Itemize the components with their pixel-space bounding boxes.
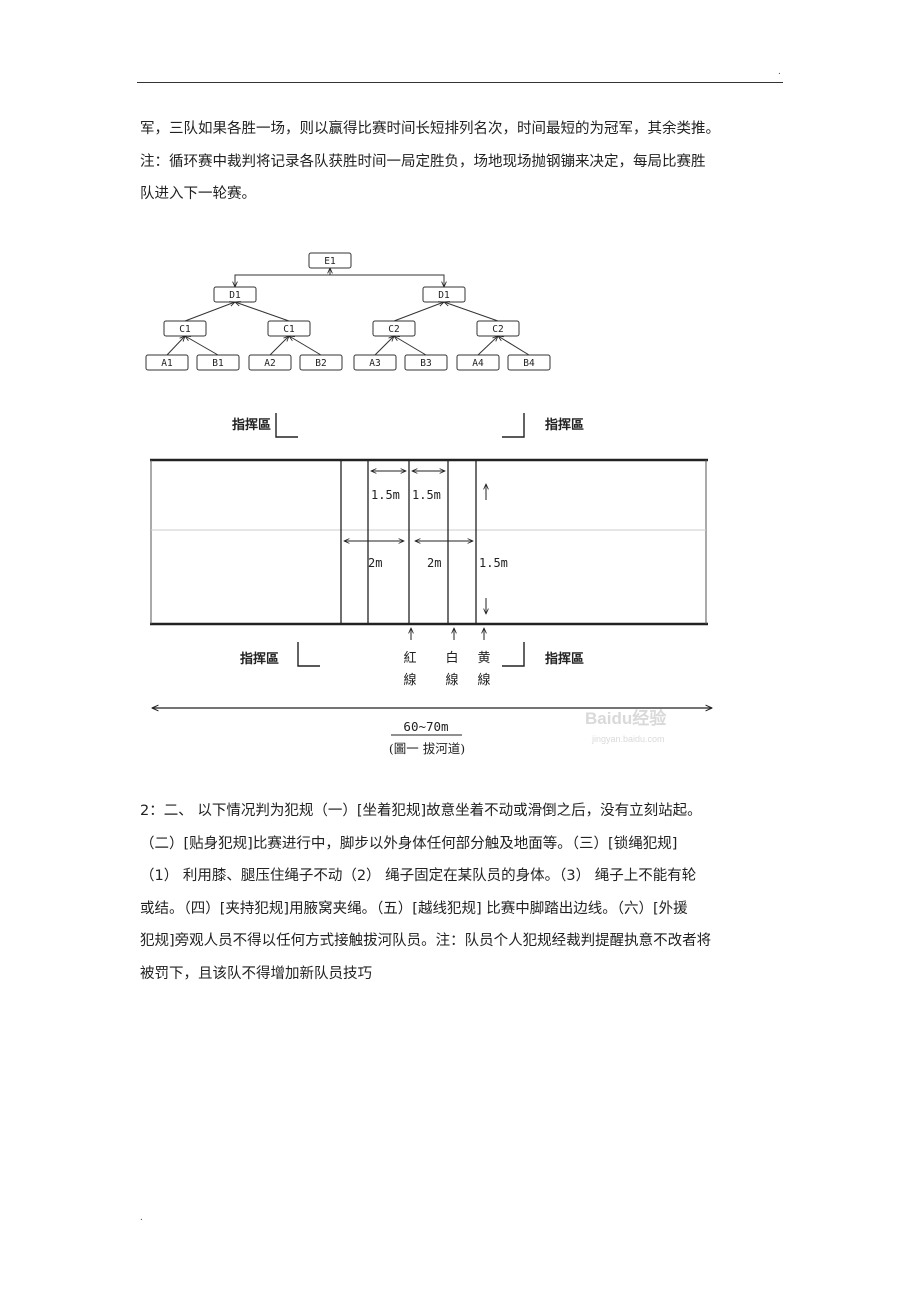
text-line: （1） 利用膝、腿压住绳子不动（2） 绳子固定在某队员的身体。（3） 绳子上不能… <box>140 868 697 884</box>
line-label: 黄 <box>477 651 490 666</box>
line-label: 白 <box>445 650 458 666</box>
command-zone-label: 指挥區 <box>545 417 584 433</box>
header-rule <box>137 82 783 83</box>
team-label: B3 <box>420 358 431 369</box>
dimension-label: 1.5m <box>479 556 508 570</box>
line-label: 紅 <box>403 651 416 666</box>
command-zone-label: 指挥區 <box>545 651 584 667</box>
team-label: A4 <box>472 358 484 369</box>
team-label: A1 <box>161 358 173 369</box>
team-label: A3 <box>369 358 380 369</box>
quarter-label: C1 <box>283 324 295 335</box>
line-label: 線 <box>403 672 416 688</box>
intro-paragraph: 军，三队如果各胜一场，则以赢得比赛时间长短排列名次，时间最短的为冠军，其余类推。… <box>140 113 790 211</box>
footer-mark: . <box>140 1212 143 1223</box>
field-diagram: 指挥區 指挥區 指挥區 指挥區 <box>150 413 712 756</box>
text-line: 注：循环赛中裁判将记录各队获胜时间一局定胜负，场地现场抛钢镚来决定，每局比赛胜 <box>140 153 706 170</box>
figure-caption: (圖一 拔河道) <box>389 741 465 756</box>
text-line: 被罚下，且该队不得增加新队员技巧 <box>140 965 372 982</box>
team-label: B4 <box>523 358 535 369</box>
command-zone-bracket <box>275 413 298 438</box>
rules-paragraph: 2：二、 以下情况判为犯规（一）[坐着犯规]故意坐着不动或滑倒之后，没有立刻站起… <box>140 795 790 990</box>
baidu-watermark: Baidu经验 jingyan.baidu.com <box>585 708 667 744</box>
team-label: B2 <box>315 358 326 369</box>
watermark-url: jingyan.baidu.com <box>591 734 665 744</box>
text-line: 队进入下一轮赛。 <box>140 186 256 202</box>
command-zone-label: 指挥區 <box>240 651 279 667</box>
quarter-label: C2 <box>492 324 503 335</box>
dimension-label: 1.5m <box>371 488 400 502</box>
line-label: 線 <box>477 672 490 688</box>
dimension-label: 2m <box>427 556 441 570</box>
text-line: （二）[贴身犯规]比赛进行中，脚步以外身体任何部分触及地面等。（三）[锁绳犯规] <box>140 835 678 852</box>
command-zone-label: 指挥區 <box>232 417 271 433</box>
line-label: 線 <box>445 672 458 688</box>
bracket-connectors <box>166 268 530 356</box>
watermark-text: Baidu经验 <box>585 708 667 728</box>
final-label: E1 <box>324 256 336 267</box>
semi-label: D1 <box>229 290 241 301</box>
text-line: 犯规]旁观人员不得以任何方式接触拔河队员。注：队员个人犯规经裁判提醒执意不改者将 <box>140 933 712 949</box>
dimension-label: 1.5m <box>412 488 441 502</box>
bracket-diagram <box>145 252 551 371</box>
quarter-label: C2 <box>388 324 399 335</box>
command-zone-bracket <box>502 642 525 667</box>
text-line: 或结。（四）[夹持犯规]用腋窝夹绳。（五）[越线犯规] 比赛中脚踏出边线。（六）… <box>140 900 688 917</box>
semi-label: D1 <box>438 290 450 301</box>
command-zone-bracket <box>297 642 320 667</box>
team-label: A2 <box>264 358 275 369</box>
length-label: 60~70m <box>403 719 448 734</box>
quarter-label: C1 <box>179 324 191 335</box>
text-line: 2：二、 以下情况判为犯规（一）[坐着犯规]故意坐着不动或滑倒之后，没有立刻站起… <box>140 803 702 819</box>
dimension-label: 2m <box>368 556 382 570</box>
command-zone-bracket <box>502 413 525 438</box>
team-label: B1 <box>212 358 224 369</box>
header-mark: . <box>778 66 781 77</box>
text-line: 军，三队如果各胜一场，则以赢得比赛时间长短排列名次，时间最短的为冠军，其余类推。 <box>140 121 720 137</box>
team-boxes <box>145 354 551 371</box>
